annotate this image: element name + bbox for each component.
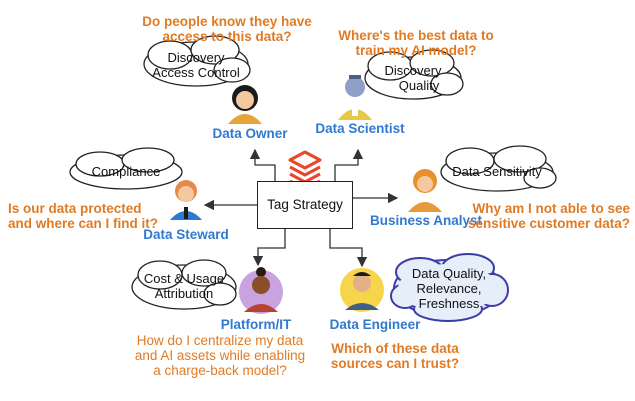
cloud-data-scientist	[364, 49, 464, 100]
data-engineer-question-2: sources can I trust?	[330, 356, 460, 371]
data-owner-avatar	[228, 85, 262, 124]
platform-it-question-1: How do I centralize my data	[136, 333, 304, 348]
cloud-business-analyst	[440, 145, 557, 192]
tag-strategy-box	[257, 181, 353, 229]
connector-data-engineer	[329, 229, 368, 268]
data-engineer-role: Data Engineer	[329, 317, 421, 332]
platform-it-cloud-1: Cost & Usage	[143, 271, 225, 286]
platform-it-role: Platform/IT	[220, 317, 292, 332]
data-scientist-cloud-2: Quality	[398, 78, 440, 93]
data-steward-role: Data Steward	[143, 227, 229, 242]
data-engineer-question-1: Which of these data	[331, 341, 459, 356]
data-steward-avatar	[170, 180, 202, 220]
data-engineer-avatar	[340, 268, 384, 312]
data-steward-cloud-1: Compliance	[91, 164, 161, 179]
data-owner-role: Data Owner	[212, 126, 288, 141]
connector-data-owner	[249, 148, 276, 181]
data-owner-question-1: Do people know they have	[142, 14, 312, 29]
business-analyst-question-2: sensitive customer data?	[467, 216, 630, 231]
business-analyst-question-1: Why am I not able to see	[472, 201, 630, 216]
platform-it-question-2: and AI assets while enabling	[134, 348, 306, 363]
tag-strategy-label: Tag Strategy	[267, 197, 343, 212]
data-engineer-cloud-3: Freshness	[418, 296, 480, 311]
data-owner-question-2: access to this data?	[162, 29, 292, 44]
data-steward-question-2: and where can I find it?	[8, 216, 159, 231]
cloud-data-owner	[143, 35, 251, 87]
connector-data-scientist	[334, 148, 364, 181]
data-owner-cloud-1: Discovery	[167, 50, 225, 65]
business-analyst-cloud-1: Data Sensitivity	[452, 164, 542, 179]
data-engineer-cloud-1: Data Quality,	[411, 266, 487, 281]
data-scientist-question-2: train my AI model?	[355, 43, 477, 58]
data-engineer-cloud-2: Relevance,	[416, 281, 482, 296]
platform-it-question-3: a charge-back model?	[153, 363, 287, 378]
cloud-data-steward	[69, 147, 183, 190]
platform-it-cloud-2: Attribution	[154, 286, 214, 301]
data-scientist-question-1: Where's the best data to	[338, 28, 494, 43]
data-owner-cloud-2: Access Control	[152, 65, 240, 80]
data-scientist-avatar	[338, 75, 372, 120]
data-scientist-cloud-1: Discovery	[384, 63, 442, 78]
platform-it-avatar	[239, 267, 283, 314]
cloud-platform-it	[131, 259, 237, 310]
business-analyst-role: Business Analyst	[370, 213, 483, 228]
data-scientist-role: Data Scientist	[315, 121, 405, 136]
business-analyst-avatar	[408, 169, 442, 212]
data-steward-question-1: Is our data protected	[8, 201, 142, 216]
connectors	[203, 148, 399, 268]
connector-platform-it	[252, 229, 286, 267]
